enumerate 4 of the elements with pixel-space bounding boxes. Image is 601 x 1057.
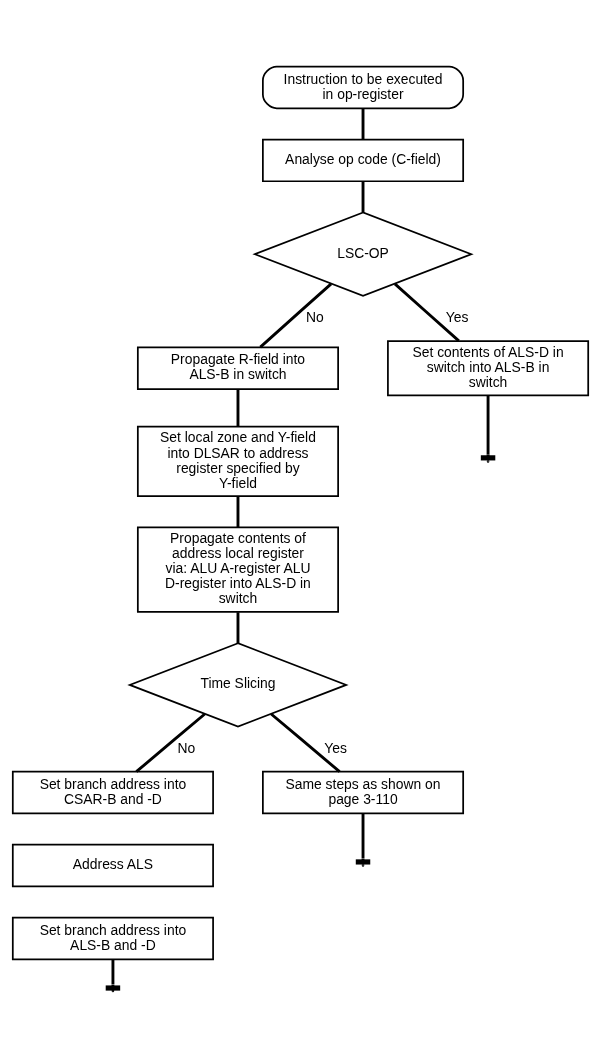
edge-label: Yes xyxy=(324,739,347,756)
edge-label: Yes xyxy=(445,308,469,325)
edge-label: No xyxy=(177,739,196,756)
edge-label: No xyxy=(305,308,324,325)
